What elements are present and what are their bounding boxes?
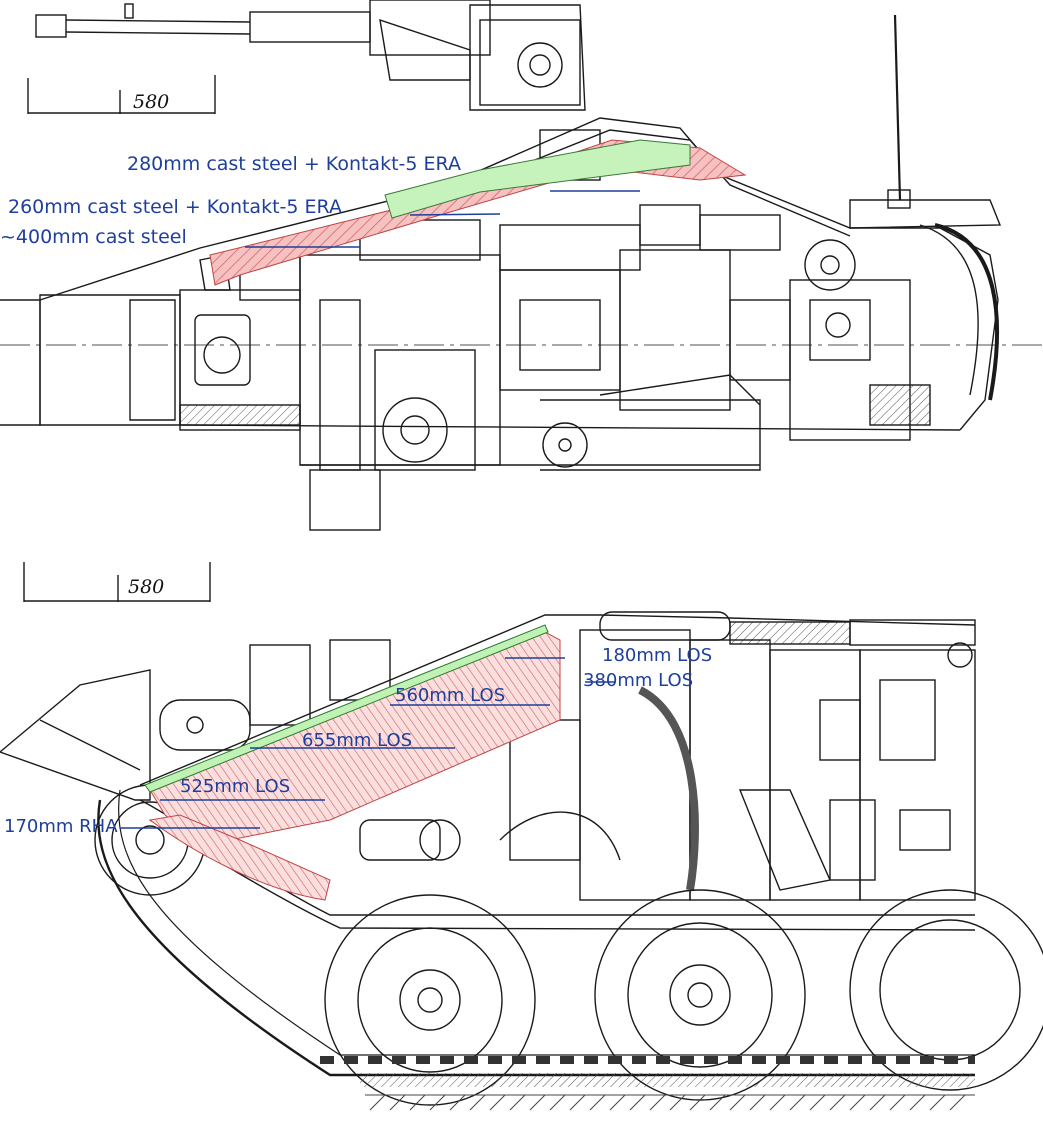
turret-era-block — [384, 139, 691, 219]
annotation-middle-plate: 260mm cast steel + Kontakt-5 ERA — [8, 196, 342, 218]
hull-scale-bar — [23, 562, 211, 602]
track — [97, 789, 975, 1087]
annotation-rha-170: 170mm RHA — [4, 816, 118, 837]
hull-scale-label: 580 — [128, 576, 165, 598]
turret-drawing — [0, 0, 1043, 531]
hull-armor-fills — [120, 624, 615, 901]
ground — [365, 1094, 975, 1111]
annotation-front-cheek: ~400mm cast steel — [0, 226, 187, 248]
annotation-los-560: 560mm LOS — [395, 685, 506, 706]
glacis-hatch-lower — [148, 814, 331, 901]
turret-armor-fills — [209, 139, 747, 286]
annotation-upper-plate: 280mm cast steel + Kontakt-5 ERA — [127, 153, 461, 175]
glacis-era-strip — [144, 624, 549, 793]
road-wheels — [324, 889, 1043, 1106]
annotation-los-655: 655mm LOS — [302, 730, 413, 751]
annotation-los-180: 180mm LOS — [602, 645, 713, 666]
turret-scale-label: 580 — [133, 91, 170, 113]
turret-scale-bar — [27, 75, 216, 114]
annotation-los-380: 380mm LOS — [583, 670, 694, 691]
annotation-los-525: 525mm LOS — [180, 776, 291, 797]
machine-gun — [35, 0, 586, 111]
